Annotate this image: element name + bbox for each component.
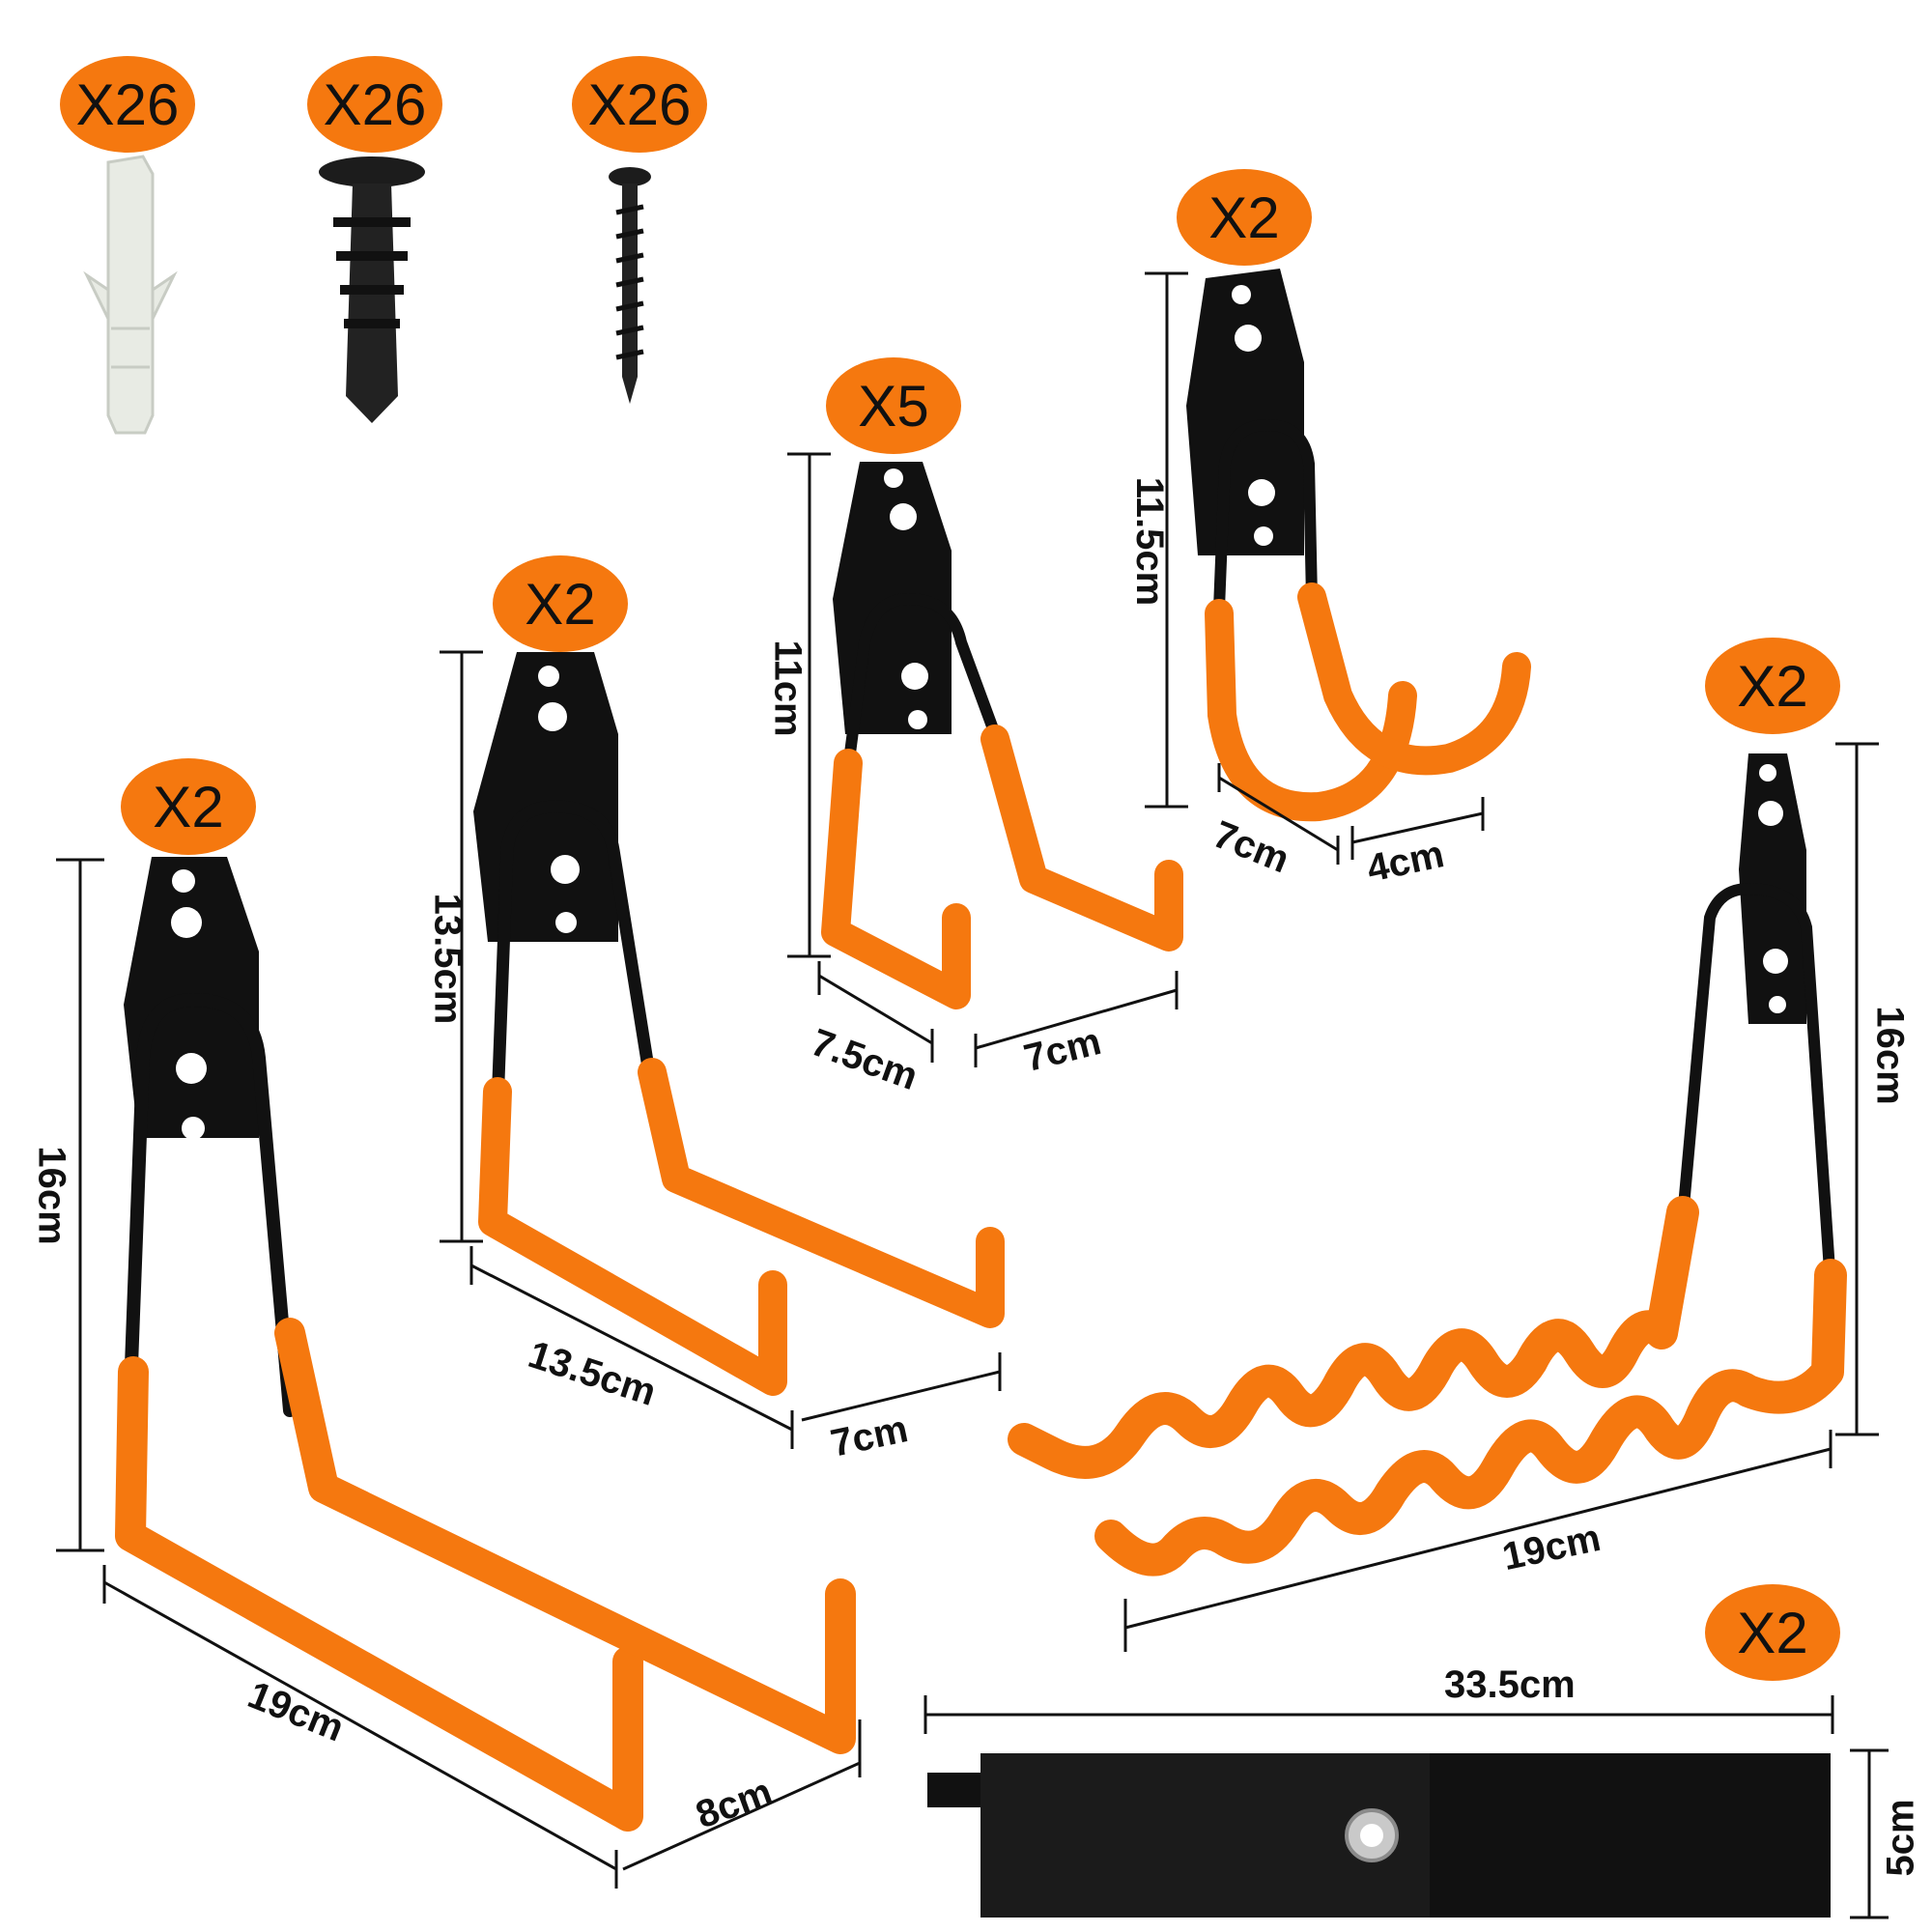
medium-u-hook xyxy=(473,652,1005,1396)
strap-width-label: 5cm xyxy=(1879,1799,1922,1877)
wavy-hook xyxy=(1008,753,1847,1577)
wall-anchor-icon xyxy=(83,155,178,435)
medium-u-hook-qty-badge: X2 xyxy=(493,555,628,652)
screw-icon xyxy=(609,167,651,404)
wavy-height-label: 16cm xyxy=(1868,1006,1912,1105)
small-u-height-label: 11cm xyxy=(766,639,810,737)
small-u-hook xyxy=(821,462,1183,1009)
drywall-anchor-icon xyxy=(319,156,425,423)
strap-length-label: 33.5cm xyxy=(1444,1663,1576,1706)
screw-qty-badge: X26 xyxy=(572,56,707,153)
j-hook-qty-badge: X2 xyxy=(1177,169,1312,266)
anchor-qty-badge: X26 xyxy=(60,56,195,153)
large-u-height-label: 16cm xyxy=(30,1146,73,1245)
strap xyxy=(927,1753,1831,1918)
wavy-hook-qty-badge: X2 xyxy=(1705,638,1840,734)
medium-u-height-label: 13.5cm xyxy=(426,893,469,1025)
large-u-hook-qty-badge: X2 xyxy=(121,758,256,855)
strap-qty-badge: X2 xyxy=(1705,1584,1840,1681)
dimension-lines xyxy=(56,271,1889,1919)
j-hook xyxy=(1186,269,1531,822)
drywall-anchor-qty-badge: X26 xyxy=(307,56,442,153)
j-hook-height-label: 11.5cm xyxy=(1128,476,1172,607)
small-u-hook-qty-badge: X5 xyxy=(826,357,961,454)
large-u-hook xyxy=(115,857,856,1832)
